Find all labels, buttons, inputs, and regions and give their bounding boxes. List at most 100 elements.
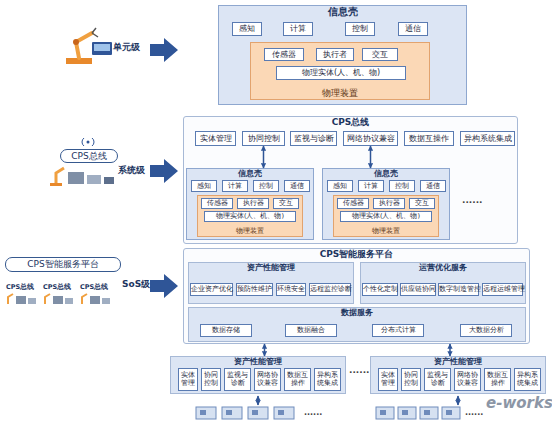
box-label: 网络协议兼容	[255, 372, 280, 387]
level-arrow	[150, 274, 178, 298]
machine-icon	[87, 175, 101, 184]
platform-box: CPS智能服务平台资产性能管理企业资产优化预防性维护环境安全远程监控诊断运营优化…	[183, 248, 530, 344]
box-label: 交互	[415, 200, 429, 207]
box-label: 分布式计算	[381, 327, 416, 334]
box-title: 信息壳	[187, 170, 313, 178]
function-box: 控制	[253, 180, 279, 192]
box-label: 环境安全	[277, 286, 305, 293]
device-icon	[420, 407, 438, 419]
device-detail	[278, 410, 284, 415]
box-label: 感知	[197, 183, 211, 190]
service-panel: 资产性能管理实体管理协同控制监视与诊断网络协议兼容数据互操作异构系统集成	[370, 356, 546, 394]
robot-link	[8, 294, 13, 304]
machine-cluster	[82, 294, 110, 304]
monitor-screen	[94, 44, 110, 51]
function-box: 实体管理	[178, 368, 198, 391]
bus-tag-box: CPS总线	[60, 149, 118, 163]
robot-link	[45, 294, 50, 304]
box-title: 信息壳	[323, 170, 449, 178]
physical-device-box: 物理装置传感器执行器交互物理实体(人、机、物)	[333, 195, 439, 237]
link-arrow	[449, 344, 451, 356]
box-label: 数据互操作	[485, 372, 510, 387]
function-box: 预防性维护	[236, 283, 273, 296]
robot-joint	[73, 39, 79, 45]
function-box: 物理实体(人、机、物)	[276, 66, 406, 80]
device-row	[376, 407, 460, 419]
link-arrow	[457, 396, 459, 405]
function-box: 网络协议兼容	[454, 368, 481, 391]
box-label: 物理实体(人、机、物)	[352, 213, 420, 220]
service-panel: 运营优化服务个性化定制供应链协同数字制造管控远程运维管理	[360, 262, 526, 304]
function-box: 通信	[398, 22, 428, 36]
box-label: 实体管理	[179, 372, 197, 387]
device-detail	[380, 410, 386, 415]
link-arrow	[257, 396, 259, 405]
bus-label: CPS总线	[80, 284, 108, 291]
function-box: 实体管理	[195, 131, 236, 146]
box-title: 运营优化服务	[361, 264, 525, 272]
function-box: 计算	[358, 180, 384, 192]
box-label: 异构系统集成	[515, 372, 540, 387]
machine-cluster	[8, 294, 36, 304]
box-label: 控制	[259, 183, 273, 190]
function-box: 环境安全	[276, 283, 306, 296]
link-arrow	[264, 344, 266, 356]
robot-link	[82, 294, 87, 304]
box-label: 控制	[352, 25, 368, 33]
function-box: 异构系统集成	[514, 368, 541, 391]
box-label: 数据互操作	[285, 372, 310, 387]
bus-label: CPS总线	[6, 284, 34, 291]
function-box: 企业资产优化	[190, 283, 233, 296]
box-label: 监视与诊断	[294, 135, 334, 143]
function-box: 交互	[362, 48, 398, 61]
box-label: 传感器	[272, 51, 296, 59]
box-label: 异构系统集成	[464, 135, 512, 143]
box-label: 数据互操作	[409, 135, 449, 143]
function-box: 协同控制	[401, 368, 421, 391]
function-box: 通信	[284, 180, 310, 192]
function-box: 交互	[409, 198, 435, 209]
function-box: 远程监控诊断	[309, 283, 351, 296]
device-detail	[252, 410, 258, 415]
device-icon	[398, 407, 416, 419]
wireless-dot	[87, 141, 90, 144]
robot-base	[50, 183, 62, 186]
box-label: 大数据分析	[469, 327, 504, 334]
physical-device-box: 物理装置传感器执行器交互物理实体(人、机、物)	[197, 195, 303, 237]
ellipsis: ......	[304, 409, 322, 417]
function-box: 数据存储	[200, 324, 252, 337]
box-label: 通信	[405, 25, 421, 33]
function-box: 计算	[283, 22, 313, 36]
level-label: 系统级	[118, 166, 145, 175]
robot-gripper	[92, 28, 98, 37]
function-box: 数据互操作	[284, 368, 311, 391]
robot-link	[76, 33, 92, 58]
function-box: 协同控制	[201, 368, 221, 391]
box-label: 计算	[228, 183, 242, 190]
box-label: 实体管理	[200, 135, 232, 143]
box-label: 数据融合	[297, 327, 325, 334]
box-title: 物理装置	[198, 228, 302, 235]
function-box: 执行器	[373, 198, 405, 209]
device-detail	[402, 410, 408, 415]
box-label: 物理实体(人、机、物)	[302, 69, 380, 77]
function-box: 物理实体(人、机、物)	[204, 211, 296, 222]
bus-tag-box: CPS智能服务平台	[5, 257, 121, 272]
machine-icon	[65, 298, 73, 304]
box-label: 远程运维管理	[483, 286, 522, 293]
monitor-frame	[92, 42, 112, 55]
function-box: 远程运维管理	[482, 283, 523, 296]
function-box: 数字制造管控	[438, 283, 479, 296]
device-icon	[442, 407, 460, 419]
box-label: 计算	[364, 183, 378, 190]
function-box: 数据融合	[285, 324, 337, 337]
box-label: 感知	[333, 183, 347, 190]
info-shell-box: 信息壳感知计算控制通信物理装置传感器执行器交互物理实体(人、机、物)	[322, 168, 450, 240]
device-detail	[424, 410, 430, 415]
function-box: 感知	[232, 22, 262, 36]
machine-icon	[102, 298, 110, 304]
function-box: 异构系统集成	[314, 368, 341, 391]
function-box: 个性化定制	[362, 283, 398, 296]
physical-device-box: 物理装置传感器执行者交互物理实体(人、机、物)	[250, 42, 430, 100]
